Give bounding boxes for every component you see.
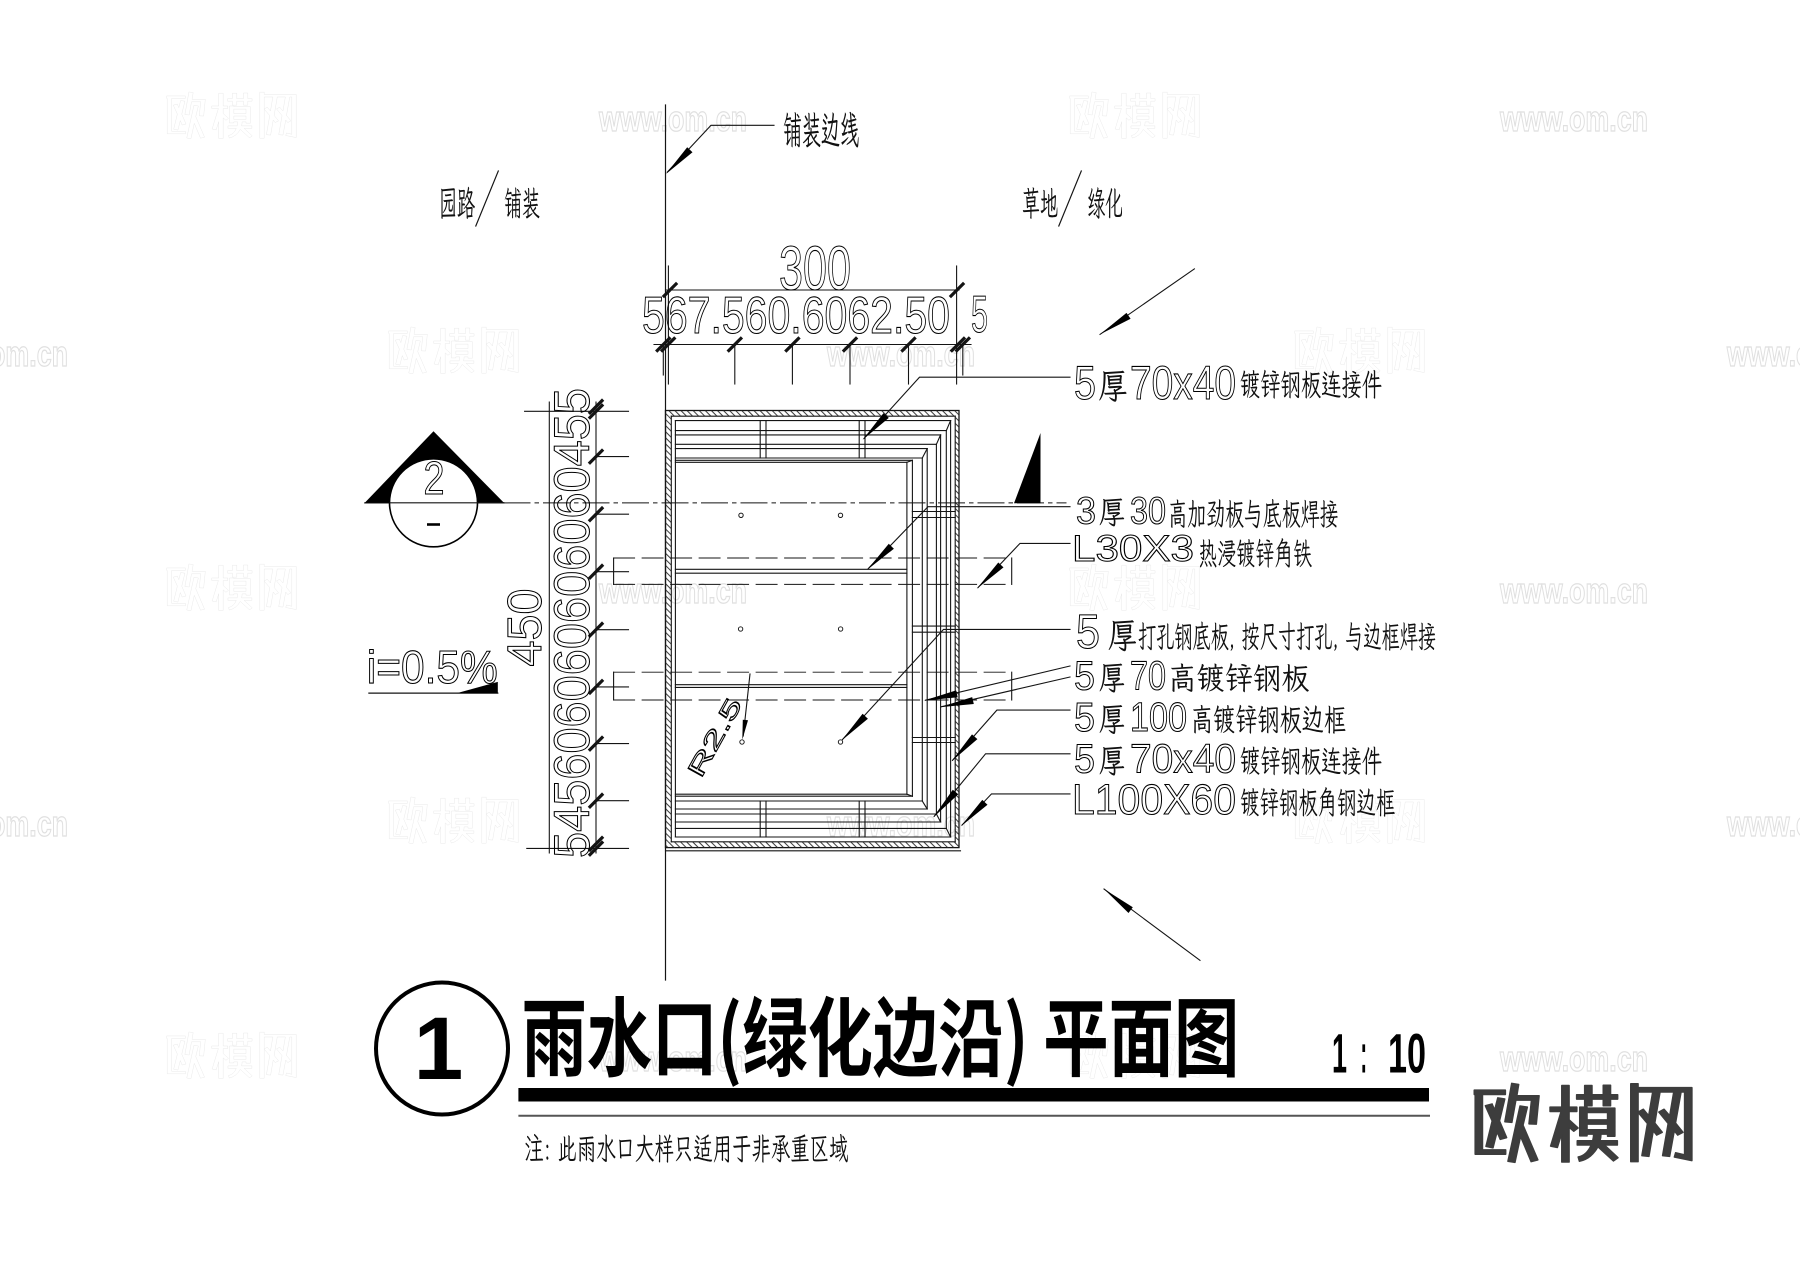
svg-text:1: 1 [414,998,464,1098]
svg-text:2: 2 [424,452,445,504]
svg-text:5: 5 [971,286,988,344]
svg-text:www.om.cn: www.om.cn [1726,803,1800,844]
svg-text:300: 300 [779,235,851,304]
svg-text:www.om.cn: www.om.cn [1499,1038,1648,1079]
svg-text:70: 70 [1130,653,1166,699]
svg-text::: : [1361,1022,1368,1085]
svg-text:545606060606060455: 545606060606060455 [544,388,600,858]
svg-text:5: 5 [1074,653,1095,699]
svg-text:10: 10 [1388,1022,1426,1085]
svg-text:70x40: 70x40 [1130,356,1236,409]
svg-text:www.om.cn: www.om.cn [0,333,68,374]
svg-text:5: 5 [1074,694,1095,740]
svg-text:70x40: 70x40 [1130,736,1236,782]
svg-text:567.560.6062.50: 567.560.6062.50 [642,287,950,345]
svg-text:www.om.cn: www.om.cn [1499,98,1648,139]
svg-text:100: 100 [1130,694,1187,740]
svg-text:L100X60: L100X60 [1072,776,1236,824]
svg-text:www.om.cn: www.om.cn [1726,333,1800,374]
svg-text:450: 450 [499,589,552,667]
svg-text:www.om.cn: www.om.cn [0,803,68,844]
svg-text:3: 3 [1076,491,1096,533]
svg-text:5: 5 [1074,736,1095,782]
svg-text:5: 5 [1074,356,1096,409]
svg-text:i=0.5%: i=0.5% [367,641,498,693]
svg-text:www.om.cn: www.om.cn [598,570,747,611]
svg-text:www.om.cn: www.om.cn [826,333,975,374]
svg-text:R2.5: R2.5 [683,694,748,782]
svg-text:www.om.cn: www.om.cn [598,98,747,139]
svg-text:www.om.cn: www.om.cn [1499,570,1648,611]
svg-text:5: 5 [1076,606,1100,659]
svg-text:30: 30 [1130,491,1166,533]
svg-text:1: 1 [1332,1022,1347,1085]
svg-text:L30X3: L30X3 [1072,528,1194,569]
